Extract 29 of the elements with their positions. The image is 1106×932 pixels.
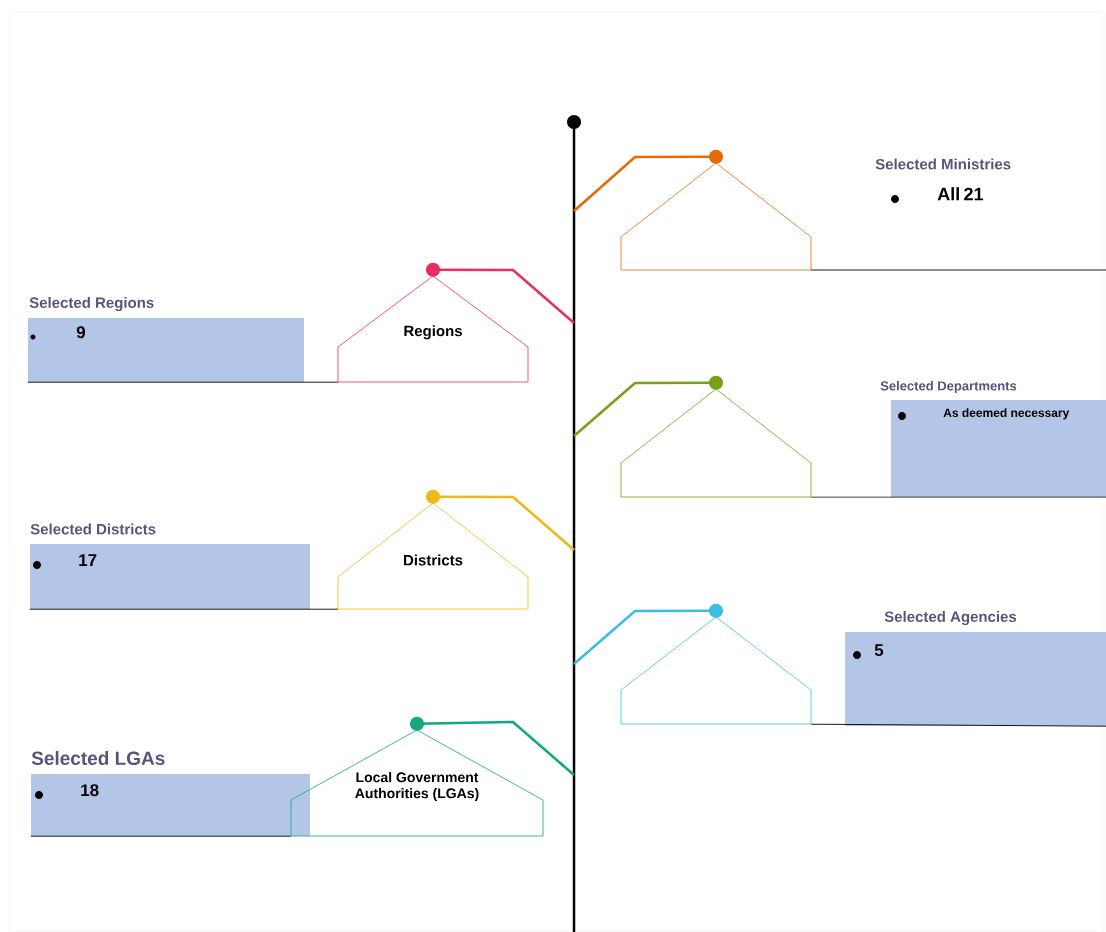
pentagon-shape [620, 616, 812, 725]
pentagon-shape [620, 388, 812, 498]
connector [410, 716, 575, 776]
connector [573, 375, 723, 437]
connector [573, 603, 723, 665]
heading: Selected Ministries [875, 158, 1011, 170]
value-text: As deemed necessary [943, 408, 1070, 420]
pentagon-box: Local Government Authorities (LGAs) [290, 729, 544, 837]
heading: Selected Regions [29, 297, 154, 312]
value-text: All 21 [937, 187, 984, 201]
connector-line [30, 835, 292, 837]
heading: Selected LGAs [31, 751, 165, 765]
connector [426, 262, 575, 324]
value-text: 9 [76, 326, 86, 339]
connector-line [29, 608, 339, 610]
connector-line [27, 381, 339, 383]
value-text: 18 [81, 784, 99, 797]
heading: Selected Departments [880, 380, 1017, 394]
heading: Selected Agencies [884, 611, 1017, 626]
connector [573, 149, 723, 212]
heading: Selected Districts [30, 523, 156, 535]
value-text: 5 [874, 644, 884, 657]
connector [426, 489, 575, 551]
timeline [567, 115, 581, 932]
connector-line [810, 723, 1106, 727]
value-text: 17 [79, 554, 97, 566]
pentagon-box: Regions [337, 275, 529, 383]
pentagon-box: Districts [337, 502, 529, 610]
pentagon-shape [620, 162, 812, 271]
